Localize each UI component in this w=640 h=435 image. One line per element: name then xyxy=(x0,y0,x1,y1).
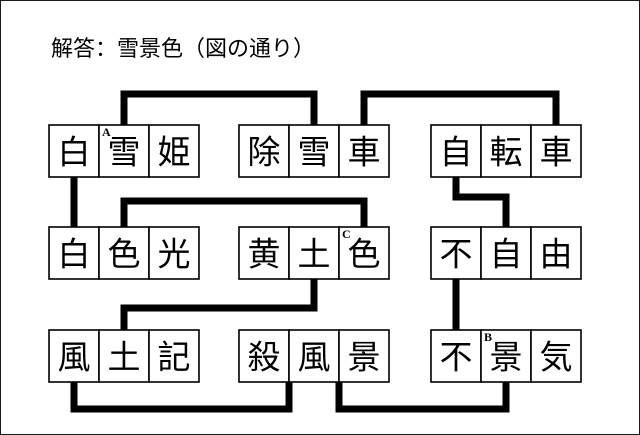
link-do xyxy=(120,279,318,330)
char-cell-text: 記 xyxy=(158,338,191,377)
char-cell-box[interactable] xyxy=(148,226,200,280)
word-josetsusha[interactable]: 除雪車 xyxy=(238,124,390,178)
char-cell-tag-b: B xyxy=(484,330,492,344)
char-cell-text: 姫 xyxy=(158,133,191,172)
char-cell-text: 色 xyxy=(108,235,141,274)
char-cell-box[interactable] xyxy=(48,124,100,178)
char-cell-box[interactable] xyxy=(530,124,582,178)
char-cell-box[interactable] xyxy=(98,124,150,178)
word-shirayukihime[interactable]: 白雪A 姫 xyxy=(48,124,200,178)
connector-lines-layer xyxy=(70,90,560,413)
word-fujiyuu[interactable]: 不自由 xyxy=(430,226,582,280)
char-cell-text: 光 xyxy=(158,235,191,274)
char-cell-text: 土 xyxy=(108,338,141,377)
word-sappuukei[interactable]: 殺風景 xyxy=(238,329,390,383)
char-cell-text: 車 xyxy=(348,133,381,172)
char-cell-text: 気 xyxy=(540,338,573,377)
char-cell-box[interactable] xyxy=(338,329,390,383)
word-fudoki[interactable]: 風土記 xyxy=(48,329,200,383)
char-cell-text: 不 xyxy=(440,338,473,377)
char-cell-text: 土 xyxy=(298,235,331,274)
char-cell-text: 風 xyxy=(298,338,331,377)
char-cell-text: 自 xyxy=(440,133,473,172)
char-cell-box[interactable] xyxy=(430,329,482,383)
char-cell-box[interactable] xyxy=(48,226,100,280)
char-cell-text: 白 xyxy=(58,133,91,172)
char-cell-box[interactable] xyxy=(480,124,532,178)
link-sha-top xyxy=(360,90,560,125)
char-cell-box[interactable] xyxy=(530,226,582,280)
char-cell-text: 雪 xyxy=(108,133,141,172)
char-cell-box[interactable] xyxy=(148,329,200,383)
char-cell-text: 不 xyxy=(440,235,473,274)
link-kei xyxy=(335,382,510,413)
char-cell-text: 自 xyxy=(490,235,523,274)
char-cell-box[interactable] xyxy=(288,124,340,178)
char-cell-text: 除 xyxy=(248,133,281,172)
link-yuki-top xyxy=(120,90,318,125)
page-title: 解答：雪景色（図の通り） xyxy=(51,37,316,62)
link-ji xyxy=(452,177,510,227)
char-cell-box[interactable] xyxy=(338,226,390,280)
char-cell-text: 風 xyxy=(58,338,91,377)
char-cell-text: 雪 xyxy=(298,133,331,172)
char-cell-box[interactable] xyxy=(238,226,290,280)
char-cell-box[interactable] xyxy=(148,124,200,178)
char-cell-text: 白 xyxy=(58,235,91,274)
char-cell-box[interactable] xyxy=(430,124,482,178)
char-cell-box[interactable] xyxy=(238,124,290,178)
word-fukeiki[interactable]: 不景B 気 xyxy=(430,329,582,383)
char-cell-text: 由 xyxy=(540,235,573,274)
char-cell-tag-a: A xyxy=(102,125,111,139)
char-cell-text: 色 xyxy=(348,235,381,274)
char-cell-text: 転 xyxy=(490,133,523,172)
char-cell-tag-c: C xyxy=(342,227,351,241)
word-hakushokukou[interactable]: 白色光 xyxy=(48,226,200,280)
char-cell-text: 車 xyxy=(540,133,573,172)
word-boxes-layer: 白雪A姫除雪車自転車白色光黄土色C不自由風土記殺風景不景B気 xyxy=(48,124,582,383)
char-cell-box[interactable] xyxy=(48,329,100,383)
char-cell-text: 景 xyxy=(348,338,381,377)
char-cell-text: 黄 xyxy=(248,235,281,274)
link-kaze xyxy=(70,382,293,413)
char-cell-text: 景 xyxy=(490,338,523,377)
char-cell-box[interactable] xyxy=(238,329,290,383)
char-cell-text: 殺 xyxy=(248,338,281,377)
link-iro xyxy=(120,197,368,227)
word-jitensha[interactable]: 自転車 xyxy=(430,124,582,178)
word-oudoiro[interactable]: 黄土色C xyxy=(238,226,390,280)
char-cell-box[interactable] xyxy=(98,329,150,383)
char-cell-box[interactable] xyxy=(288,226,340,280)
char-cell-box[interactable] xyxy=(338,124,390,178)
char-cell-box[interactable] xyxy=(530,329,582,383)
